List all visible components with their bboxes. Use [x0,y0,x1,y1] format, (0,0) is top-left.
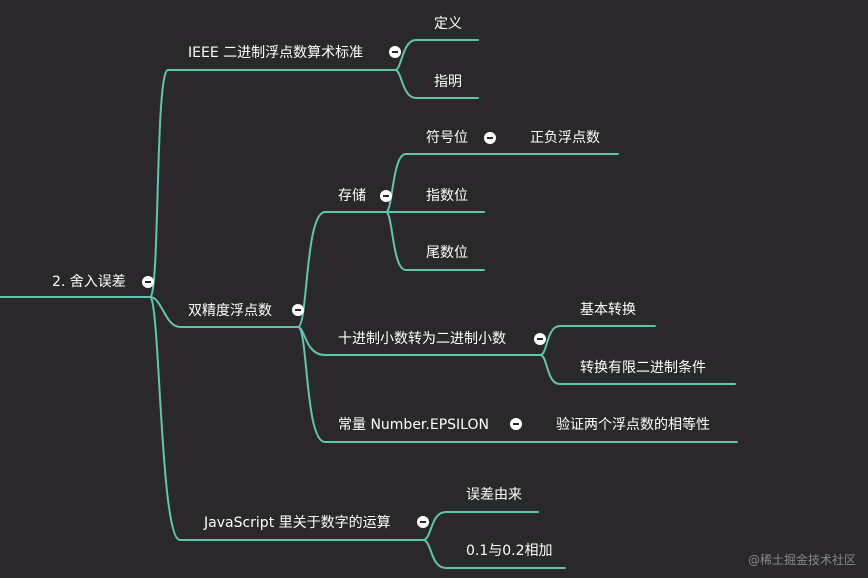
collapse-minus-icon[interactable] [510,418,522,430]
node-error-origin[interactable]: 误差由来 [466,487,522,503]
node-verify-equal[interactable]: 验证两个浮点数的相等性 [556,417,710,433]
node-add-example[interactable]: 0.1与0.2相加 [466,543,553,559]
node-specify[interactable]: 指明 [434,74,462,90]
node-ieee[interactable]: IEEE 二进制浮点数算术标准 [188,45,364,61]
watermark: @稀土掘金技术社区 [747,553,856,567]
node-double[interactable]: 双精度浮点数 [188,303,272,319]
node-exponent[interactable]: 指数位 [426,188,468,204]
collapse-minus-icon[interactable] [484,132,496,144]
node-root[interactable]: 2. 舍入误差 [52,274,126,290]
collapse-minus-icon[interactable] [389,46,401,58]
collapse-minus-icon[interactable] [534,333,546,345]
node-storage[interactable]: 存储 [338,188,366,204]
node-sign-bit[interactable]: 符号位 [426,130,468,146]
collapse-minus-icon[interactable] [142,276,154,288]
node-definition[interactable]: 定义 [434,16,462,32]
collapse-minus-icon[interactable] [417,516,429,528]
node-dec-to-bin[interactable]: 十进制小数转为二进制小数 [338,331,506,347]
node-mantissa[interactable]: 尾数位 [426,245,468,261]
collapse-minus-icon[interactable] [292,304,304,316]
node-basic-convert[interactable]: 基本转换 [580,302,636,318]
node-js-ops[interactable]: JavaScript 里关于数字的运算 [204,515,391,531]
node-epsilon[interactable]: 常量 Number.EPSILON [338,417,489,433]
collapse-minus-icon[interactable] [380,190,392,202]
node-finite-condition[interactable]: 转换有限二进制条件 [580,360,706,376]
node-pos-neg[interactable]: 正负浮点数 [530,130,600,146]
